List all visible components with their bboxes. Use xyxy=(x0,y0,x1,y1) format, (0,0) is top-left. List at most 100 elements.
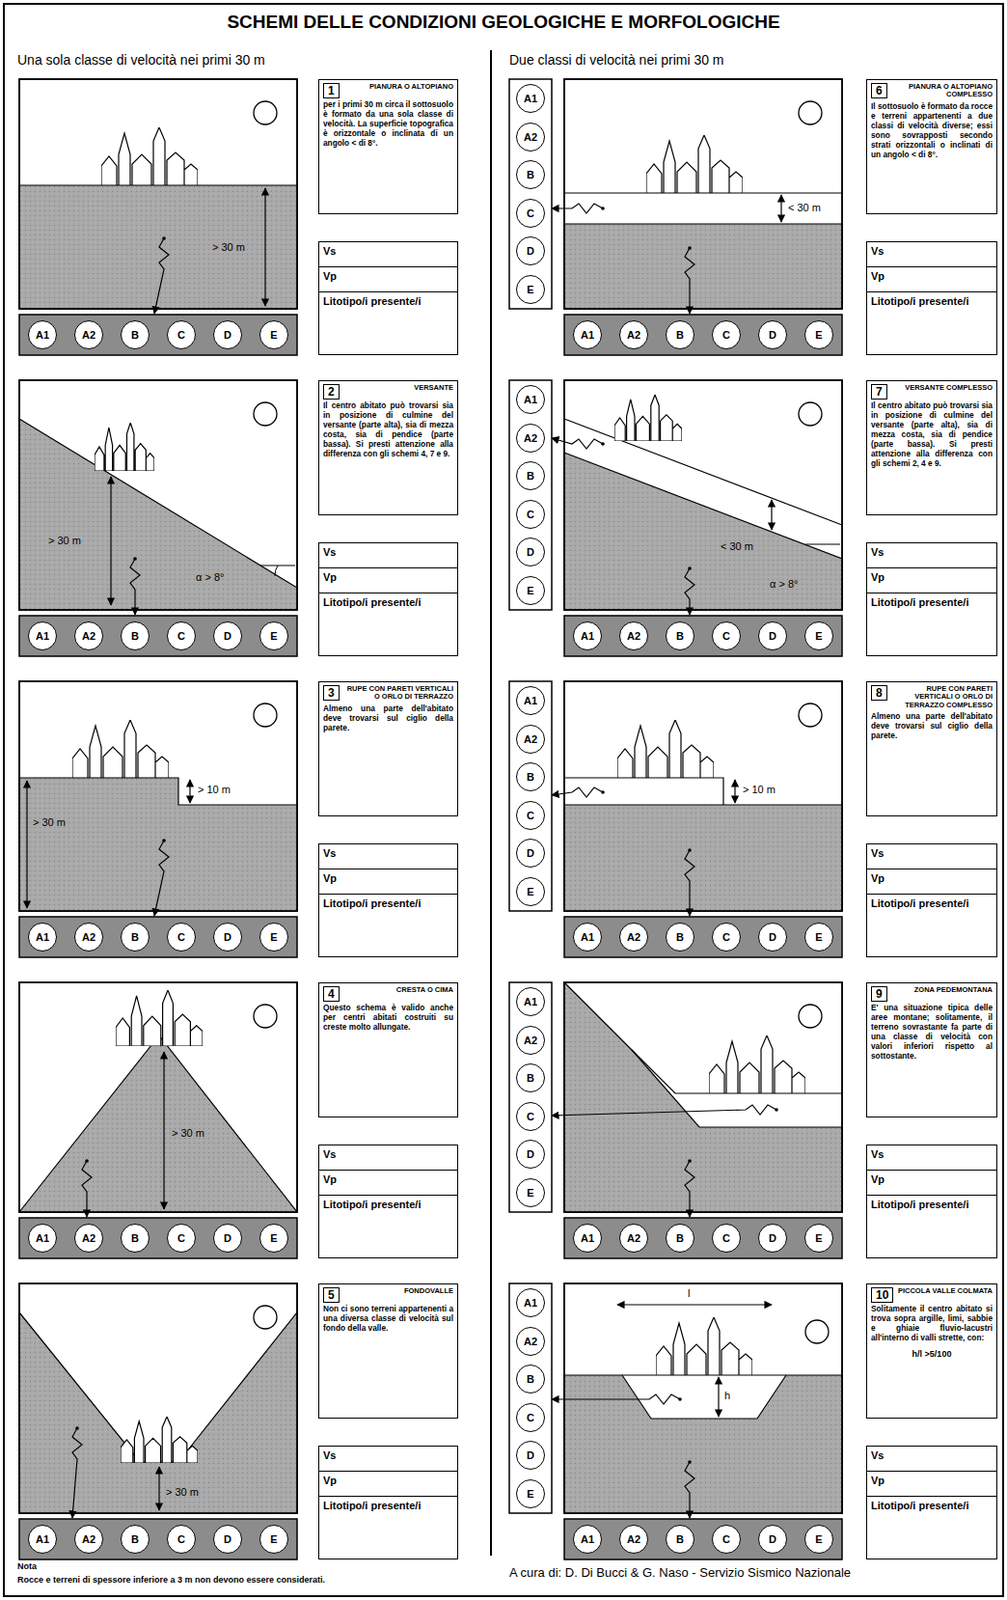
label-text: A1 xyxy=(580,1532,595,1545)
field-box: Vp xyxy=(866,567,998,594)
label-text: B xyxy=(676,1231,684,1244)
class-circle: A2 xyxy=(619,320,649,350)
class-circle: C xyxy=(166,621,196,651)
label-text: Vs xyxy=(323,1448,454,1461)
scheme-number: 6 xyxy=(870,82,888,99)
class-circle: E xyxy=(804,1223,834,1252)
label-text: A2 xyxy=(81,1231,96,1244)
class-circle: D xyxy=(758,1524,788,1553)
class-circle: A2 xyxy=(74,922,104,952)
scheme-title: CRESTA O CIMA xyxy=(323,985,454,994)
angle: α > 8° xyxy=(769,577,798,590)
class-circle: A2 xyxy=(516,423,545,453)
scheme-box: 8RUPE CON PARETI VERTICALI O ORLO DI TER… xyxy=(866,680,998,817)
label-text: E xyxy=(815,328,822,341)
class-circle: B xyxy=(120,1524,150,1553)
scheme-number: 4 xyxy=(323,985,340,1002)
field-box: Vs xyxy=(318,843,459,870)
class-circle: D xyxy=(213,922,243,952)
field-box: Vs xyxy=(318,542,459,569)
class-circle: B xyxy=(665,1524,695,1553)
label-text: C xyxy=(722,629,731,642)
class-circle: E xyxy=(259,1524,289,1553)
class-circle: B xyxy=(665,320,695,350)
class-circle: B xyxy=(120,621,150,651)
class-circle: A2 xyxy=(74,621,104,651)
class-circle: A1 xyxy=(27,1524,57,1553)
label-text: E xyxy=(270,629,277,642)
class-circle: A2 xyxy=(516,122,545,152)
scheme-title: PICCOLA VALLE COLMATA xyxy=(870,1286,993,1295)
class-circle: A2 xyxy=(619,621,649,651)
field-box: Vs xyxy=(866,1143,998,1171)
label-text: B xyxy=(676,1532,684,1545)
field-box: Vp xyxy=(866,1169,998,1196)
label-text: D xyxy=(526,545,535,558)
label-text: Vs xyxy=(323,846,454,859)
label-text: A1 xyxy=(580,629,595,642)
label-text: C xyxy=(722,1231,731,1244)
field-box: Vs xyxy=(318,241,459,268)
class-circle: D xyxy=(758,1223,788,1252)
dimension: l xyxy=(687,1286,690,1299)
class-circle: A2 xyxy=(74,320,104,350)
label-text: B xyxy=(131,1231,139,1244)
label-text: B xyxy=(676,328,684,341)
label-text: A1 xyxy=(35,629,50,642)
scheme-title: VERSANTE xyxy=(323,383,454,392)
field-box: Vp xyxy=(318,567,459,594)
class-circle: E xyxy=(516,1478,545,1508)
label-text: B xyxy=(526,1071,535,1084)
label-text: Vp xyxy=(323,1473,454,1486)
label-text: C xyxy=(177,328,186,341)
field-box: Vp xyxy=(318,1469,459,1497)
class-circle: C xyxy=(516,1402,545,1432)
dimension: < 30 m xyxy=(720,540,754,552)
class-circle: B xyxy=(516,762,545,791)
label-text: E xyxy=(526,584,534,597)
class-circle: A2 xyxy=(619,1524,649,1553)
label-text: Litotipo/i presente/i xyxy=(870,596,993,608)
field-box: Vs xyxy=(866,1444,998,1471)
label-text: C xyxy=(177,930,186,943)
class-circle: A2 xyxy=(74,1223,104,1252)
label-text: C xyxy=(722,930,731,943)
class-circle: E xyxy=(516,274,545,304)
label-text: Vs xyxy=(323,545,454,558)
class-circle: B xyxy=(665,1223,695,1252)
class-circle: B xyxy=(516,1062,545,1092)
label-text: Vp xyxy=(870,1172,993,1185)
field-box: Litotipo/i presente/i xyxy=(318,893,459,957)
field-box: Vp xyxy=(866,868,998,895)
scheme-number: 10 xyxy=(870,1286,894,1303)
class-circle: C xyxy=(166,320,196,350)
class-circle: B xyxy=(120,922,150,952)
class-circle: E xyxy=(259,1223,289,1252)
dimension: < 30 m xyxy=(788,201,821,214)
field-box: Litotipo/i presente/i xyxy=(866,592,998,656)
label-text: A1 xyxy=(523,393,538,406)
dimension: > 30 m xyxy=(171,1126,205,1139)
label-text: D xyxy=(223,629,232,642)
class-circle: A1 xyxy=(572,621,602,651)
class-circle: E xyxy=(804,621,834,651)
scheme-box: 4CRESTA O CIMAQuesto schema è valido anc… xyxy=(318,981,459,1117)
label-text: B xyxy=(526,469,535,482)
label-text: D xyxy=(526,1147,535,1160)
class-circle: C xyxy=(516,1101,545,1131)
class-circle: A2 xyxy=(619,1223,649,1252)
scheme-number: 7 xyxy=(870,383,888,400)
class-circle: E xyxy=(516,575,545,605)
class-circle: B xyxy=(516,461,545,490)
label-text: B xyxy=(131,930,139,943)
label-text: C xyxy=(177,629,186,642)
class-circle: B xyxy=(665,922,695,952)
label-text: D xyxy=(768,629,777,642)
label-text: Litotipo/i presente/i xyxy=(323,897,454,909)
scheme-number: 3 xyxy=(323,684,340,701)
dimension: > 10 m xyxy=(742,783,776,795)
ratio-text: h/l >5/100 xyxy=(870,1348,993,1359)
class-circle: A1 xyxy=(516,986,545,1016)
label-text: B xyxy=(676,930,684,943)
dimension: > 30 m xyxy=(165,1485,199,1497)
